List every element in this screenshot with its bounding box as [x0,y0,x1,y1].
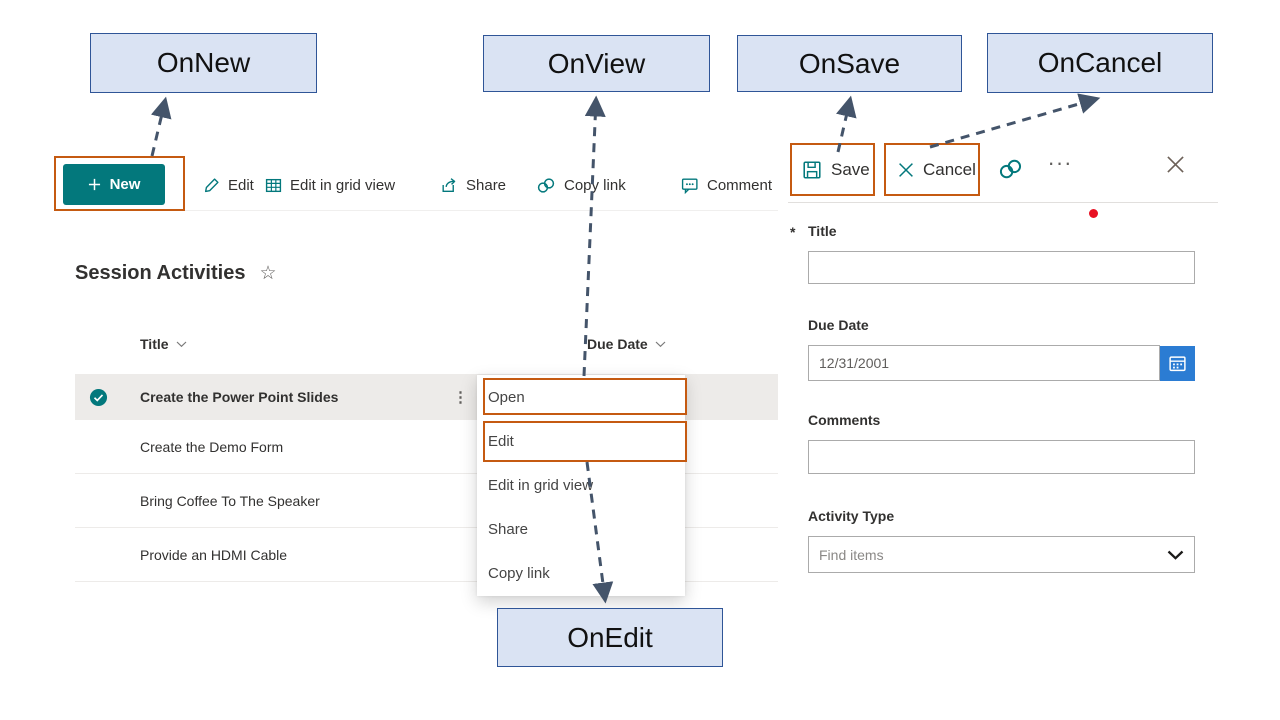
column-header-due-date[interactable]: Due Date [587,336,666,352]
row-title: Create the Power Point Slides [140,389,339,405]
toolbar-share[interactable]: Share [440,158,506,212]
activity-type-input[interactable] [819,546,1167,563]
favorite-star-icon[interactable]: ☆ [259,263,277,284]
more-options-icon[interactable]: ··· [1047,150,1073,175]
callout-onview: OnView [483,35,710,92]
comment-icon [681,177,699,194]
toolbar-copy-link-label: Copy link [564,176,626,194]
column-header-title-label: Title [140,336,169,352]
list-title: Session Activities ☆ [75,262,277,285]
callout-onedit: OnEdit [497,608,723,667]
close-panel-icon[interactable] [1163,152,1187,176]
callout-onnew-label: OnNew [156,47,251,78]
list-row[interactable]: Bring Coffee To The Speaker [75,474,778,528]
copy-link-icon[interactable] [995,156,1025,182]
toolbar-comment-label: Comment [707,176,773,194]
toolbar-comment[interactable]: Comment [681,158,772,212]
callout-onedit-label: OnEdit [567,621,653,653]
row-more-icon[interactable]: ⋮ [453,389,468,406]
callout-oncancel-label: OnCancel [1037,47,1163,78]
annotation-red-dot [1089,209,1098,218]
column-header-due-date-label: Due Date [587,336,648,352]
title-input[interactable] [808,251,1195,284]
comments-field-label: Comments [808,412,881,428]
new-button[interactable]: New [63,164,165,205]
callout-onsave-label: OnSave [798,47,901,79]
pencil-icon [203,177,220,194]
title-field-label: Title [808,223,837,239]
activity-type-combobox[interactable] [808,536,1195,573]
cancel-x-icon [898,162,914,178]
context-menu-item-grid-view[interactable]: Edit in grid view [488,476,594,494]
toolbar-edit-grid-view-label: Edit in grid view [290,176,396,194]
row-title: Provide an HDMI Cable [140,546,288,563]
calendar-icon [1168,354,1187,373]
toolbar-edit[interactable]: Edit [203,158,254,212]
row-title: Bring Coffee To The Speaker [140,492,320,509]
combo-chevron-down-icon [1167,550,1184,560]
save-button-label: Save [831,159,870,179]
selected-check-icon[interactable] [89,388,108,407]
new-button-label: New [109,176,141,193]
toolbar-edit-label: Edit [228,176,254,194]
row-title: Create the Demo Form [140,438,284,455]
activity-type-field-label: Activity Type [808,508,895,524]
due-date-input[interactable] [808,345,1160,381]
callout-onsave: OnSave [737,35,962,92]
due-date-field-label: Due Date [808,317,869,333]
cancel-button[interactable]: Cancel [888,143,976,196]
command-bar-divider [55,210,778,211]
callout-onview-label: OnView [547,47,646,79]
arrow-cancel-to-oncancel [929,93,1101,149]
arrow-new-to-onnew [150,96,172,157]
calendar-button[interactable] [1160,346,1195,381]
save-floppy-icon [802,160,822,180]
context-menu-item-copy-link[interactable]: Copy link [488,564,550,582]
context-menu-item-share[interactable]: Share [488,520,529,538]
toolbar-edit-grid-view[interactable]: Edit in grid view [265,158,395,212]
callout-onnew: OnNew [90,33,317,93]
panel-header-divider [788,202,1218,203]
list-title-text: Session Activities [75,262,246,284]
link-icon [536,177,556,194]
comments-input[interactable] [808,440,1195,474]
required-marker: * [790,224,796,240]
chevron-down-icon [655,341,666,348]
context-menu-item-edit[interactable]: Edit [488,432,514,450]
list-row[interactable]: Provide an HDMI Cable [75,528,778,582]
save-button[interactable]: Save [792,143,870,196]
grid-icon [265,177,282,194]
callout-oncancel: OnCancel [987,33,1213,93]
list-row[interactable]: Create the Demo Form [75,420,778,474]
arrow-open-to-onview [582,95,606,377]
plus-icon [88,178,101,191]
chevron-down-icon [176,341,187,348]
toolbar-share-label: Share [466,176,507,194]
context-menu-item-open[interactable]: Open [488,388,525,406]
column-header-title[interactable]: Title [140,336,187,352]
toolbar-copy-link[interactable]: Copy link [536,158,626,212]
cancel-button-label: Cancel [923,159,976,179]
share-icon [440,177,458,194]
context-menu: Open Edit Edit in grid view Share Copy l… [477,375,685,596]
